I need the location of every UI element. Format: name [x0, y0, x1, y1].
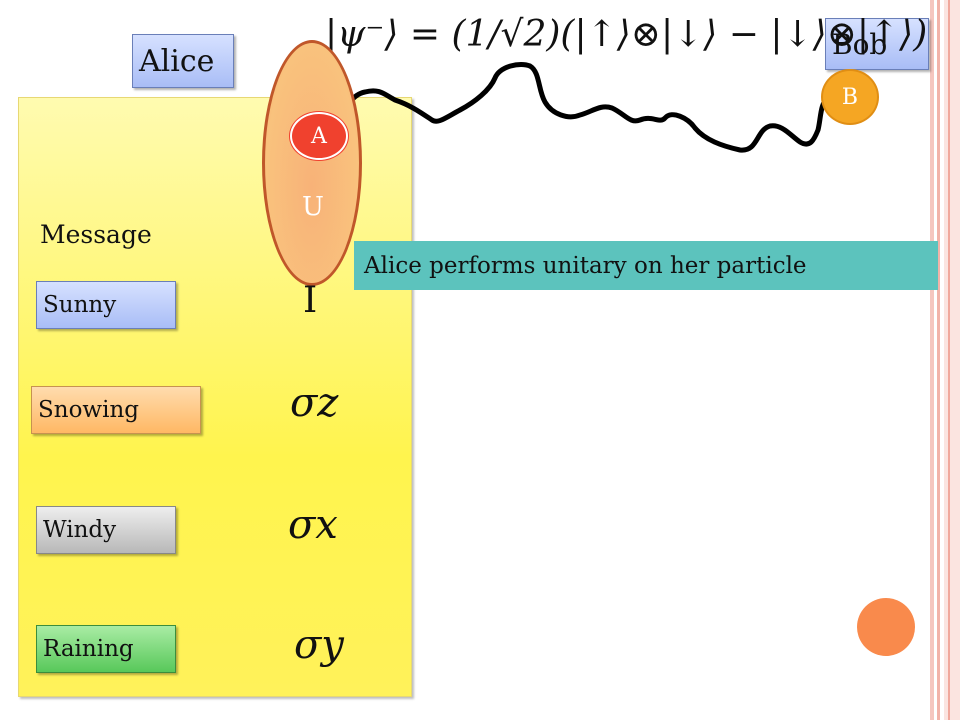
particle-a: A	[290, 112, 348, 160]
unitary-label: U	[302, 192, 324, 222]
operator-sigma-z: σz	[290, 380, 339, 426]
alice-particle-region	[262, 40, 362, 286]
message-heading: Message	[40, 220, 152, 249]
operator-identity: I	[303, 280, 318, 321]
operator-sigma-x: σx	[288, 502, 338, 548]
alice-label: Alice	[132, 34, 234, 88]
operator-sigma-y: σy	[294, 622, 344, 668]
bell-state-formula: |ψ⁻⟩ = (1/√2)(|↑⟩⊗|↓⟩ − |↓⟩⊗|↑⟩)	[325, 14, 928, 55]
bob-label: Bob	[825, 18, 929, 70]
info-box: Alice performs unitary on her particle	[354, 241, 938, 290]
message-snowing: Snowing	[31, 386, 201, 434]
slide-border	[937, 0, 940, 720]
corner-dot	[857, 598, 915, 656]
message-sunny: Sunny	[36, 281, 176, 329]
message-raining: Raining	[36, 625, 176, 673]
slide-border	[930, 0, 934, 720]
particle-b: B	[821, 69, 879, 125]
message-windy: Windy	[36, 506, 176, 554]
slide-border	[948, 0, 950, 720]
